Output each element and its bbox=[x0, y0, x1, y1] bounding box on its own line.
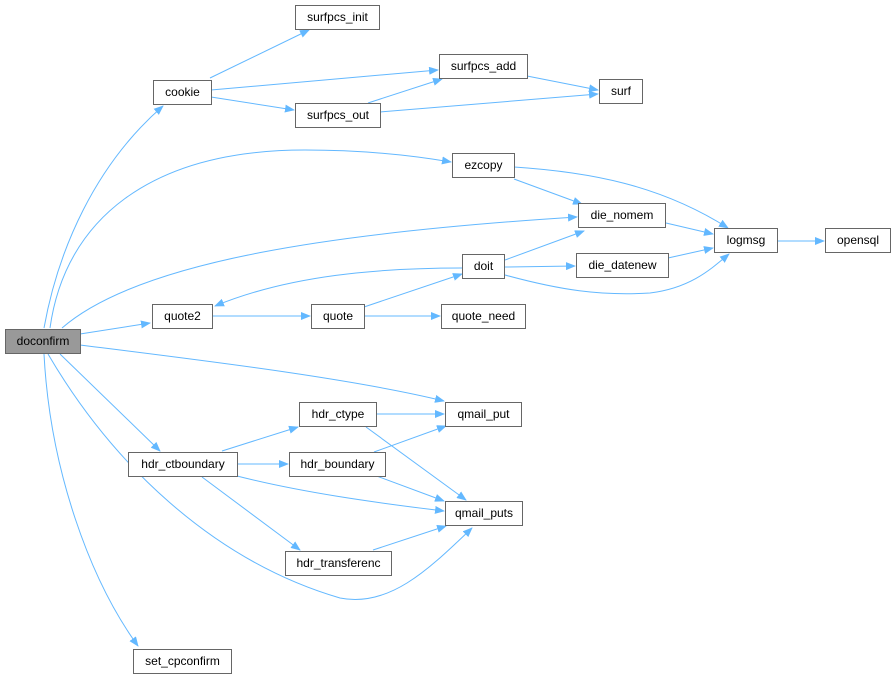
edge-doconfirm-set-cpconfirm bbox=[43, 353, 139, 647]
node-hdr-transferenc[interactable]: hdr_transferenc bbox=[285, 551, 392, 576]
edge-hdr-boundary-qmail-puts bbox=[373, 474, 445, 502]
edge-hdr-ctboundary-hdr-transferenc bbox=[201, 476, 301, 551]
node-doit[interactable]: doit bbox=[462, 254, 505, 279]
node-surf[interactable]: surf bbox=[599, 79, 643, 104]
edge-doconfirm-cookie bbox=[43, 105, 164, 329]
node-opensql[interactable]: opensql bbox=[825, 228, 891, 253]
edge-surfpcs-out-surfpcs-add bbox=[367, 77, 443, 104]
edge-cookie-surfpcs-out bbox=[210, 96, 295, 113]
node-quote[interactable]: quote bbox=[311, 304, 365, 329]
node-qmail-puts[interactable]: qmail_puts bbox=[445, 501, 523, 526]
edge-hdr-ctype-qmail-puts bbox=[365, 426, 467, 501]
node-logmsg[interactable]: logmsg bbox=[714, 228, 778, 253]
node-qmail-put[interactable]: qmail_put bbox=[445, 402, 522, 427]
edge-hdr-transferenc-qmail-puts bbox=[372, 525, 447, 551]
edge-doit-die-datenew bbox=[504, 262, 576, 271]
node-hdr-boundary[interactable]: hdr_boundary bbox=[289, 452, 386, 477]
node-doconfirm[interactable]: doconfirm bbox=[5, 329, 81, 354]
edge-doit-logmsg bbox=[504, 253, 730, 295]
edge-doconfirm-qmail-puts bbox=[47, 353, 473, 600]
node-quote-need[interactable]: quote_need bbox=[441, 304, 526, 329]
edge-die-datenew-logmsg bbox=[667, 246, 714, 259]
edge-surfpcs-out-surf bbox=[379, 90, 599, 113]
edge-quote-doit bbox=[363, 273, 463, 308]
node-hdr-ctype[interactable]: hdr_ctype bbox=[299, 402, 377, 427]
edge-doconfirm-die-nomem bbox=[61, 213, 578, 329]
edge-doit-quote2 bbox=[214, 267, 463, 307]
edge-ezcopy-die-nomem bbox=[513, 178, 583, 205]
node-cookie[interactable]: cookie bbox=[153, 80, 212, 105]
edge-hdr-ctboundary-hdr-ctype bbox=[221, 425, 299, 452]
edge-ezcopy-logmsg bbox=[513, 166, 729, 229]
node-die-nomem[interactable]: die_nomem bbox=[578, 203, 666, 228]
edge-hdr-boundary-qmail-put bbox=[373, 425, 447, 453]
edge-doit-die-nomem bbox=[504, 230, 585, 261]
node-quote2[interactable]: quote2 bbox=[152, 304, 213, 329]
node-surfpcs-add[interactable]: surfpcs_add bbox=[439, 54, 528, 79]
node-ezcopy[interactable]: ezcopy bbox=[452, 153, 515, 178]
edge-surfpcs-add-surf bbox=[526, 75, 599, 93]
edge-cookie-surfpcs-init bbox=[209, 29, 310, 79]
node-set-cpconfirm[interactable]: set_cpconfirm bbox=[133, 649, 232, 674]
node-surfpcs-out[interactable]: surfpcs_out bbox=[295, 103, 381, 128]
edge-doconfirm-ezcopy bbox=[49, 149, 452, 329]
node-surfpcs-init[interactable]: surfpcs_init bbox=[295, 5, 380, 30]
node-die-datenew[interactable]: die_datenew bbox=[576, 253, 669, 278]
edge-cookie-surfpcs-add bbox=[210, 66, 439, 91]
edge-doconfirm-hdr-ctboundary bbox=[59, 353, 161, 452]
edge-doconfirm-quote2 bbox=[79, 320, 151, 335]
edge-die-nomem-logmsg bbox=[665, 222, 714, 236]
node-hdr-ctboundary[interactable]: hdr_ctboundary bbox=[128, 452, 238, 477]
edge-hdr-ctboundary-qmail-puts bbox=[236, 475, 445, 514]
edge-doconfirm-qmail-put bbox=[79, 344, 445, 403]
